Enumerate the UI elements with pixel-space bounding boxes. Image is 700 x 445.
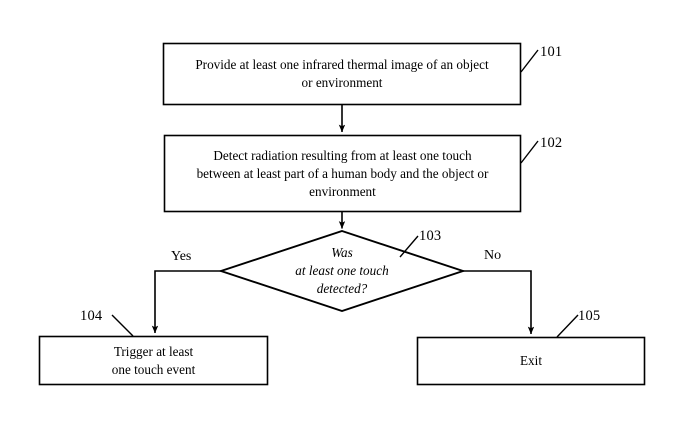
branch-label-no: No [484,248,502,263]
reference-numeral-103: 103 [419,228,442,244]
leader-line-103 [399,235,419,258]
node-box-105 [416,336,646,386]
leader-line-101 [520,49,539,73]
branch-label-yes: Yes [171,249,192,264]
reference-numeral-105: 105 [578,308,601,324]
reference-numeral-102: 102 [540,135,563,151]
node-box-104 [38,335,269,386]
node-diamond-103 [217,229,467,313]
reference-numeral-101: 101 [540,44,563,60]
node-box-101 [162,42,522,106]
reference-numeral-104: 104 [80,308,103,324]
connector-103-no-to-105 [463,270,535,335]
connector-103-yes-to-104 [151,270,221,334]
leader-line-105 [556,314,579,338]
node-box-102 [163,134,522,213]
leader-line-104 [111,314,134,337]
leader-line-102 [520,140,539,164]
